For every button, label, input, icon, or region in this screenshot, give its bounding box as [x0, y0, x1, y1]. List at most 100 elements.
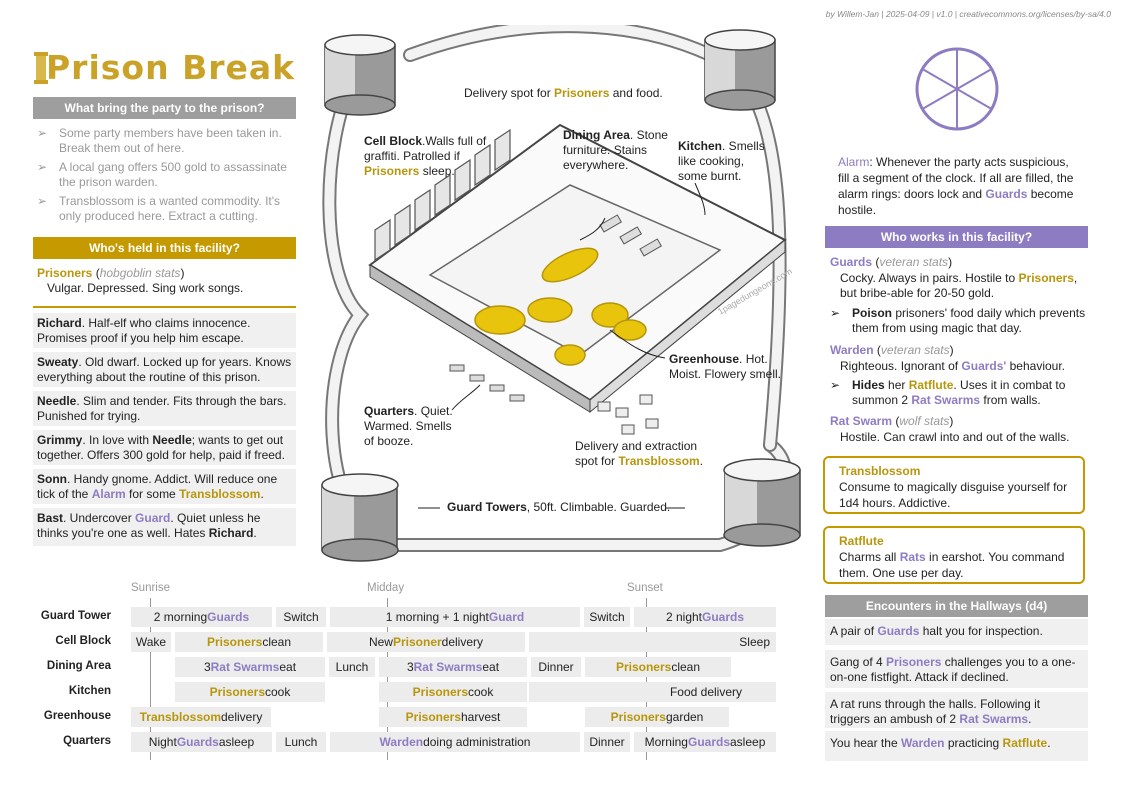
label-name: Greenhouse [669, 352, 740, 366]
prisoners-stats: hobgoblin stats [99, 266, 181, 280]
item-ratflute: Ratflute Charms all Rats in earshot. You… [823, 526, 1085, 584]
alarm-ref: Guards [985, 187, 1028, 201]
npc-bast: Bast. Undercover Guard. Quiet unless he … [33, 508, 296, 546]
rat-name: Rat Swarm [830, 414, 893, 428]
action-text: from walls. [980, 393, 1041, 407]
npc-ref: Richard [208, 526, 254, 540]
guards-stats: veteran stats [879, 255, 949, 269]
schedule-cell: Prisoners harvest [379, 707, 527, 727]
label-text: Delivery and extraction spot for [575, 439, 698, 468]
guards-text: Cocky. Always in pairs. Hostile to [840, 271, 1019, 285]
label-cell-block: Cell Block.Walls full of graffiti. Patro… [364, 134, 492, 179]
page-title: Prison Break [46, 48, 296, 87]
cell-text: delivery [221, 710, 263, 724]
label-name: Dining Area [563, 128, 630, 142]
cell-text: garden [665, 710, 704, 724]
enc-text: . [1047, 736, 1051, 750]
label-guard-towers: Guard Towers, 50ft. Climbable. Guarded. [447, 500, 677, 515]
hooks-list: Some party members have been taken in. B… [37, 126, 292, 228]
hooks-header: What bring the party to the prison? [33, 97, 296, 119]
row-label-greenhouse: Greenhouse [43, 710, 111, 722]
item-text: in earshot. You command them. One use pe… [839, 550, 1065, 580]
list-item: Hides her Ratflute. Uses it in combat to… [830, 378, 1088, 408]
cell-text: clean [671, 660, 701, 674]
cell-text: harvest [461, 710, 501, 724]
time-midday: Midday [367, 582, 405, 594]
enc-text: halt you for inspection. [919, 624, 1043, 638]
cell-text: 3 [203, 660, 211, 674]
callout-lines [418, 182, 706, 509]
label-name: Kitchen [678, 139, 723, 153]
schedule-cell: 2 morning Guards [131, 607, 272, 627]
schedule-cell: Morning Guards asleep [634, 732, 776, 752]
cell-ref: Prisoners [405, 710, 461, 724]
encounter-3: A rat runs through the halls. Following … [825, 692, 1088, 728]
label-delivery-top: Delivery spot for Prisoners and food. [464, 86, 663, 101]
npc-text: . Old dwarf. Locked up for years. Knows … [37, 355, 292, 384]
cell-ref: Guards [207, 610, 250, 624]
npc-name: Sweaty [37, 355, 79, 369]
label-kitchen: Kitchen. Smells like cooking, some burnt… [678, 139, 766, 184]
action-text: . Uses it in combat to summon 2 [852, 378, 1066, 407]
npc-text: . Half-elf who claims innocence. Promise… [37, 316, 251, 345]
cell-ref: Guard [488, 610, 525, 624]
enc-text: practicing [944, 736, 1003, 750]
enc-ref: Guards [877, 624, 920, 638]
cell-text: cook [468, 685, 494, 699]
action-text: prisoners' food daily which prevents the… [852, 306, 1086, 335]
npc-text: . Slim and tender. Fits through the bars… [37, 394, 287, 423]
cell-text: Morning [644, 735, 688, 749]
enc-text: challenges you to a one-on-one fistfight… [830, 655, 1076, 684]
midday-line [387, 598, 388, 760]
schedule-cell: Transblossom delivery [131, 707, 271, 727]
warden-actions: Hides her Ratflute. Uses it in combat to… [830, 378, 1088, 412]
row-label-kitchen: Kitchen [68, 685, 111, 697]
row-label-cell-block: Cell Block [55, 635, 111, 647]
label-text: sleep. [419, 164, 455, 178]
schedule-cell: Lunch [329, 657, 375, 677]
label-text: . Stone furniture. Stains everywhere. [563, 128, 668, 172]
cell-ref: Prisoners [209, 685, 265, 699]
alarm-text: : Whenever the party acts suspicious, fi… [838, 155, 1074, 201]
page-title-block: Prison Break [33, 48, 295, 87]
cell-ref: Guards [702, 610, 745, 624]
label-delivery-bottom: Delivery and extraction spot for Transbl… [575, 439, 707, 469]
guards-text: , but bribe-able for 20-50 gold. [840, 271, 1078, 300]
schedule-cell: Dinner [531, 657, 581, 677]
prisoners-desc: Vulgar. Depressed. Sing work songs. [47, 281, 244, 295]
npc-name: Richard [37, 316, 82, 330]
alarm-name: Alarm [838, 155, 870, 169]
prisoners-name: Prisoners [37, 266, 93, 280]
label-ref: Transblossom [618, 454, 700, 468]
greenhouse-plants [474, 247, 647, 366]
sunrise-line [150, 598, 151, 760]
npc-ref: Guard [135, 511, 171, 525]
warden-text: behaviour. [1006, 359, 1066, 373]
crates [597, 394, 659, 435]
label-text: . Smells like cooking, some burnt. [678, 139, 765, 183]
npc-needle: Needle. Slim and tender. Fits through th… [33, 391, 296, 426]
label-text: and food. [609, 86, 663, 100]
prisoners-group: Prisoners (hobgoblin stats) Vulgar. Depr… [37, 266, 244, 295]
schedule-cell: 3 Rat Swarms eat [379, 657, 527, 677]
schedule-cell: Prisoners garden [585, 707, 729, 727]
label-text: . Hot. Moist. Flowery smell. [669, 352, 782, 381]
label-name: Cell Block [364, 134, 423, 148]
works-header: Who works in this facility? [825, 226, 1088, 248]
cell-text: asleep [730, 735, 766, 749]
cell-text: delivery [441, 635, 484, 649]
cell-ref: Guards [176, 735, 219, 749]
cell-ref: Prisoner [392, 635, 442, 649]
rat-desc: Hostile. Can crawl into and out of the w… [840, 430, 1070, 444]
cell-text: clean [262, 635, 292, 649]
npc-name: Bast [37, 511, 64, 525]
label-text: .Walls full of graffiti. Patrolled if [364, 134, 487, 163]
label-ref: Prisoners [554, 86, 610, 100]
label-text: . [699, 454, 704, 468]
encounter-1: A pair of Guards halt you for inspection… [825, 619, 1088, 645]
prison-map: 1pagedungeons.com [321, 25, 801, 562]
item-transblossom: Transblossom Consume to magically disgui… [823, 456, 1085, 514]
rat-stats: wolf stats [899, 414, 950, 428]
warden-entry: Warden (veteran stats) Righteous. Ignora… [830, 343, 1066, 373]
item-title: Transblossom [839, 464, 921, 478]
